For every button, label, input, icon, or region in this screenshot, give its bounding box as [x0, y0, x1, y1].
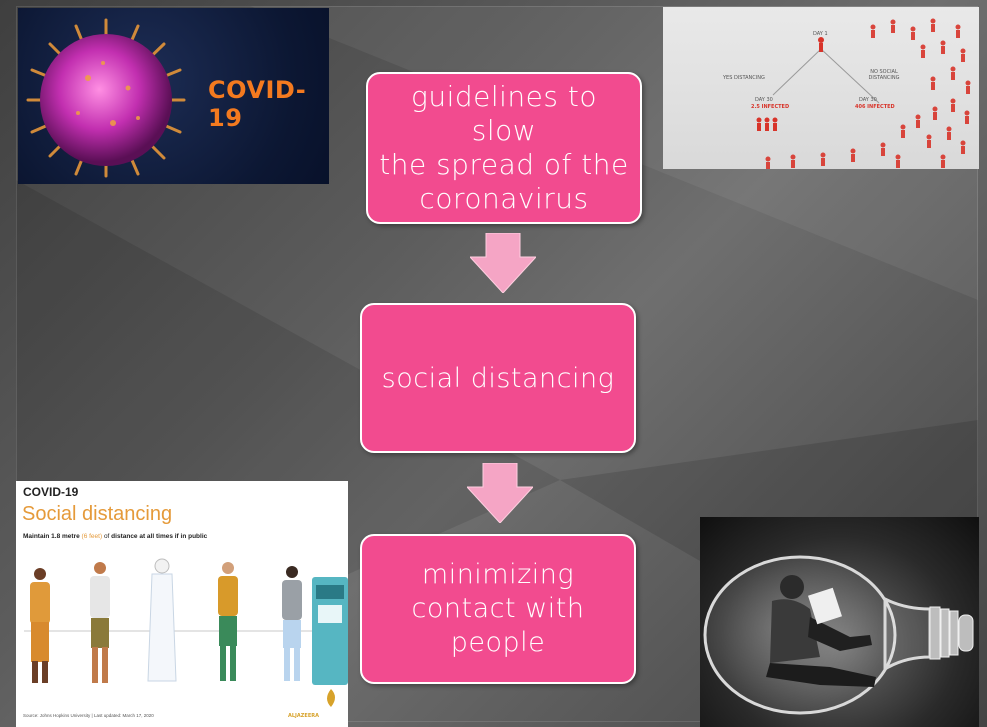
covid-title: COVID-19	[208, 76, 307, 132]
social-distancing-infographic: COVID-19 Social distancing Maintain 1.8 …	[16, 481, 348, 727]
bulb-base	[929, 606, 974, 660]
virus-body	[40, 34, 172, 166]
down-arrow-icon	[467, 463, 533, 523]
chart-day1-label: DAY 1	[813, 31, 828, 37]
step-box-social-distancing: social distancing	[360, 303, 636, 453]
person-figure-1	[30, 568, 50, 683]
infographic-title: COVID-19	[23, 485, 79, 499]
chart-left-day-label: DAY 30	[755, 97, 773, 103]
chart-right-day-label: DAY 30	[859, 97, 877, 103]
step-box-minimizing-contact: minimizing contact with people	[360, 534, 636, 684]
person-figure-3	[147, 558, 177, 682]
slide-frame	[16, 6, 978, 722]
person-in-lightbulb-image	[700, 517, 979, 727]
chart-right-result-label: 406 INFECTED	[855, 104, 895, 110]
infographic-brand: ALJAZEERA	[288, 713, 319, 719]
aljazeera-logo	[327, 689, 335, 707]
infographic-subtitle: Social distancing	[22, 503, 173, 525]
infographic-source: Source: Johns Hopkins University | Last …	[23, 713, 154, 718]
atm-machine	[312, 577, 348, 685]
reading-person	[766, 575, 876, 687]
step-3-label: minimizing contact with people	[411, 559, 585, 658]
person-figure-4	[218, 562, 238, 681]
step-2-label: social distancing	[381, 362, 615, 394]
down-arrow-icon	[470, 233, 536, 293]
covid-virus-image: COVID-19	[18, 8, 329, 184]
person-figure-2	[90, 562, 110, 683]
chart-right-branch-label: NO SOCIAL DISTANCING	[868, 69, 900, 81]
step-1-label: guidelines to slow the spread of the cor…	[379, 80, 629, 215]
infographic-guideline: Maintain 1.8 metre (6 feet) of distance …	[23, 533, 208, 540]
chart-left-branch-label: YES DISTANCING	[723, 75, 765, 81]
step-box-guidelines: guidelines to slow the spread of the cor…	[366, 72, 642, 224]
person-figure-5	[282, 566, 302, 681]
chart-left-result-label: 2.5 INFECTED	[751, 104, 790, 110]
infection-chart-image: DAY 1 YES DISTANCING NO SOCIAL DISTANCIN…	[663, 7, 979, 169]
people-figures	[756, 37, 824, 131]
